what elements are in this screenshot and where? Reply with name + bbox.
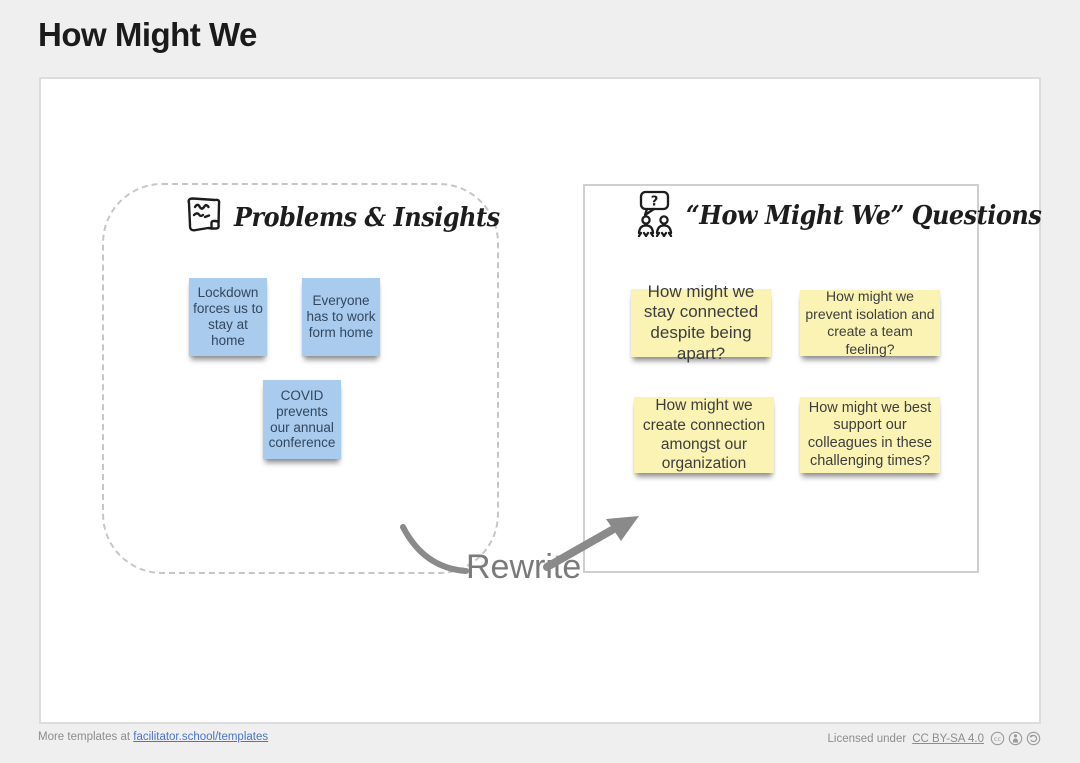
sticky-note-yellow[interactable]: How might we create connection amongst o… [634,397,774,473]
people-question-icon: ? [633,189,677,242]
sticky-note-blue[interactable]: COVID prevents our annual conference [263,380,341,459]
license-text: Licensed under [827,732,907,745]
sticky-note-blue[interactable]: Everyone has to work form home [302,278,380,356]
sticky-note-icon [181,194,225,242]
cc-icon: cc [990,731,1005,746]
sticky-note-blue[interactable]: Lockdown forces us to stay at home [189,278,267,356]
license-link[interactable]: CC BY-SA 4.0 [912,732,984,745]
footer: More templates at facilitator.school/tem… [0,728,1080,754]
questions-zone-title: “How Might We” Questions [686,200,1042,231]
rewrite-label: Rewrite [466,548,582,586]
problems-zone [102,183,499,574]
sticky-note-yellow[interactable]: How might we best support our colleagues… [800,397,940,473]
svg-text:?: ? [651,195,659,210]
cc-attribution-icon [1008,731,1023,746]
sticky-note-yellow[interactable]: How might we prevent isolation and creat… [800,288,940,357]
footer-templates-text: More templates at [38,731,131,743]
footer-templates: More templates at facilitator.school/tem… [38,731,268,743]
svg-text:cc: cc [994,735,1002,743]
questions-zone [583,184,979,573]
questions-zone-header: ? “How Might We” Questions [633,189,1072,242]
sticky-note-yellow[interactable]: How might we stay connected despite bein… [631,282,771,363]
problems-zone-header: Problems & Insights [181,194,523,242]
footer-license: Licensed under CC BY-SA 4.0 cc [828,728,1041,746]
whiteboard-canvas: Problems & Insights Lockdown forces us t… [39,77,1042,724]
problems-zone-title: Problems & Insights [234,203,500,233]
templates-link[interactable]: facilitator.school/templates [133,731,269,743]
cc-sharealike-icon [1026,731,1041,746]
cc-icons: cc [990,731,1041,746]
page-title: How Might We [38,16,257,53]
